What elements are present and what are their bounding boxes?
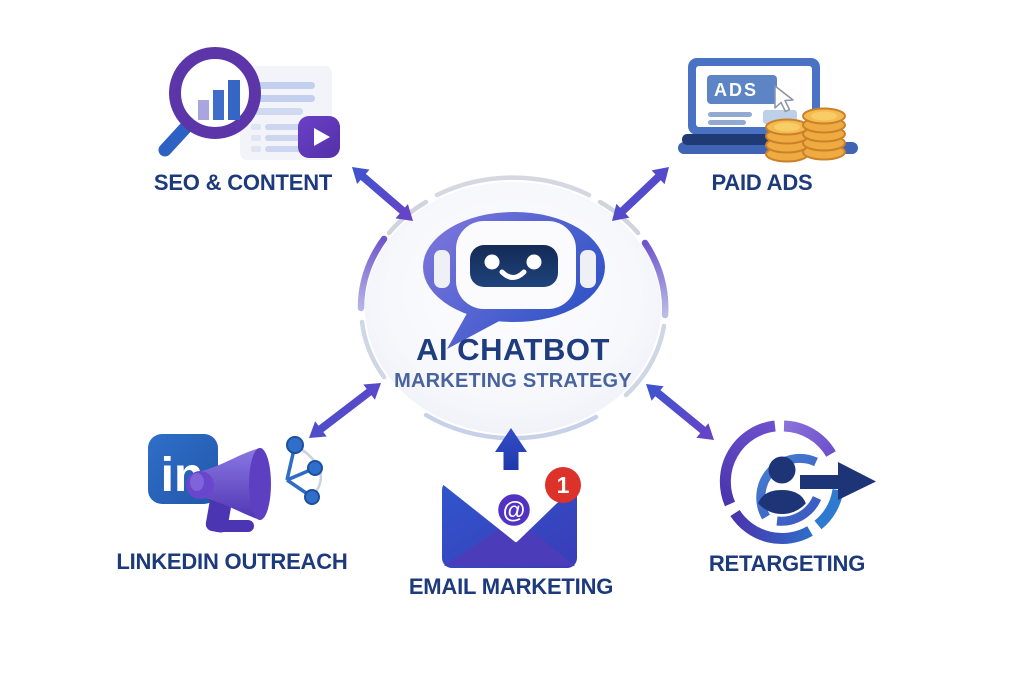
- label-retargeting: RETARGETING: [708, 551, 866, 576]
- notification-badge: 1: [545, 467, 581, 503]
- connector-arrow-bottom-left: [309, 383, 381, 438]
- label-seo-content: SEO & CONTENT: [153, 170, 333, 195]
- person-icon: [756, 456, 808, 514]
- retarget-arrow-icon: [800, 462, 876, 500]
- connector-arrow-bottom-right: [646, 384, 714, 440]
- envelope-icon: @: [441, 480, 578, 568]
- center-title: AI CHATBOT: [416, 332, 610, 367]
- network-icon: [285, 436, 323, 505]
- robot-head-icon: [434, 221, 596, 309]
- center-subtitle: MARKETING STRATEGY: [394, 370, 632, 392]
- cursor-icon: [774, 85, 794, 113]
- linkedin-outreach-icon: in: [148, 434, 323, 533]
- seo-content-icon: [158, 47, 340, 160]
- at-symbol-text: @: [503, 497, 525, 523]
- at-symbol-icon: [495, 491, 533, 529]
- robot-eye-right: [526, 254, 542, 270]
- label-paid-ads: PAID ADS: [711, 170, 813, 195]
- robot-eye-left: [484, 254, 500, 270]
- coins-icon: [765, 107, 846, 163]
- email-marketing-icon: @ 1: [441, 467, 581, 568]
- paid-ads-icon: ADS: [678, 58, 858, 163]
- ads-banner-text: ADS: [714, 80, 758, 100]
- notification-count: 1: [557, 472, 570, 498]
- connector-arrow-top-right: [612, 167, 669, 221]
- retargeting-icon: [719, 420, 876, 545]
- label-email-marketing: EMAIL MARKETING: [408, 574, 614, 599]
- label-linkedin-outreach: LINKEDIN OUTREACH: [116, 549, 348, 574]
- email-up-arrow: [495, 428, 527, 470]
- chatbot-icon: [423, 212, 605, 349]
- magnifier-bar-chart-icon: [158, 47, 261, 157]
- connector-arrow-top-left: [352, 167, 413, 221]
- robot-smile: [499, 269, 527, 280]
- play-button-icon: [298, 116, 340, 158]
- ads-banner: [707, 75, 777, 104]
- megaphone-icon: [186, 448, 271, 533]
